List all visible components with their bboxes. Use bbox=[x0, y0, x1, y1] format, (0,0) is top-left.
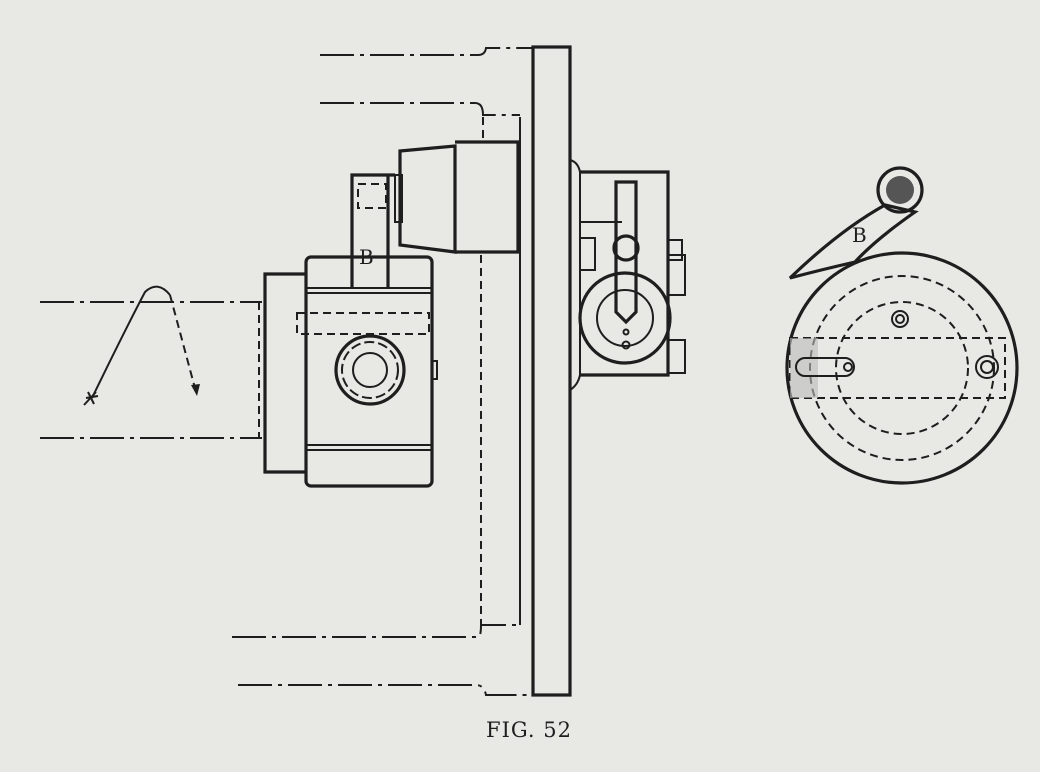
side-view: B bbox=[40, 45, 686, 697]
hidden-pin bbox=[357, 183, 387, 209]
nut bbox=[667, 254, 686, 296]
hidden-spring bbox=[296, 312, 430, 335]
gear-teeth bbox=[341, 341, 399, 399]
slot bbox=[795, 357, 855, 377]
shaft bbox=[394, 174, 403, 223]
flange bbox=[263, 272, 306, 474]
nut bbox=[667, 339, 686, 374]
distributor-body bbox=[304, 255, 434, 488]
housing-block bbox=[455, 140, 520, 254]
hole bbox=[975, 355, 999, 379]
wire bbox=[91, 285, 171, 399]
pipe-outline bbox=[40, 301, 262, 439]
disc bbox=[785, 251, 1019, 485]
pin bbox=[843, 362, 853, 372]
label-b-end: B bbox=[852, 223, 867, 247]
arrow-head-icon bbox=[191, 384, 200, 396]
frame-outline-upper bbox=[320, 102, 520, 116]
body-bands bbox=[306, 287, 432, 451]
cone-housing bbox=[398, 144, 457, 254]
hatched-area bbox=[790, 338, 818, 398]
wire-end bbox=[83, 391, 99, 406]
hole-inner bbox=[895, 314, 905, 324]
figure-caption: FIG. 52 bbox=[486, 718, 572, 742]
hole bbox=[891, 310, 909, 328]
lever bbox=[614, 180, 638, 325]
frame-outline-top bbox=[320, 47, 533, 56]
arrow-path bbox=[169, 294, 197, 393]
hole bbox=[622, 328, 630, 336]
lever-b bbox=[788, 203, 919, 280]
flange-lip bbox=[569, 159, 581, 391]
hole-inner bbox=[980, 360, 994, 374]
mounting-plate bbox=[531, 45, 572, 697]
end-view: B bbox=[785, 166, 1019, 485]
lever-knob bbox=[612, 234, 640, 262]
gear bbox=[334, 334, 406, 406]
hatched-shaft bbox=[886, 176, 914, 204]
breaker-cam bbox=[596, 289, 654, 347]
frame-outline-lower bbox=[232, 624, 520, 638]
gear-hub bbox=[352, 352, 388, 388]
hole bbox=[621, 340, 631, 350]
contact-breaker bbox=[578, 271, 672, 365]
screw bbox=[431, 360, 438, 380]
hidden-slot bbox=[789, 337, 1006, 399]
hidden-circle bbox=[835, 301, 969, 435]
frame-outline-bottom bbox=[238, 684, 533, 696]
pivot-boss bbox=[876, 166, 924, 214]
hidden-circle bbox=[809, 275, 995, 461]
nut bbox=[667, 239, 683, 261]
arm-b bbox=[350, 173, 395, 289]
